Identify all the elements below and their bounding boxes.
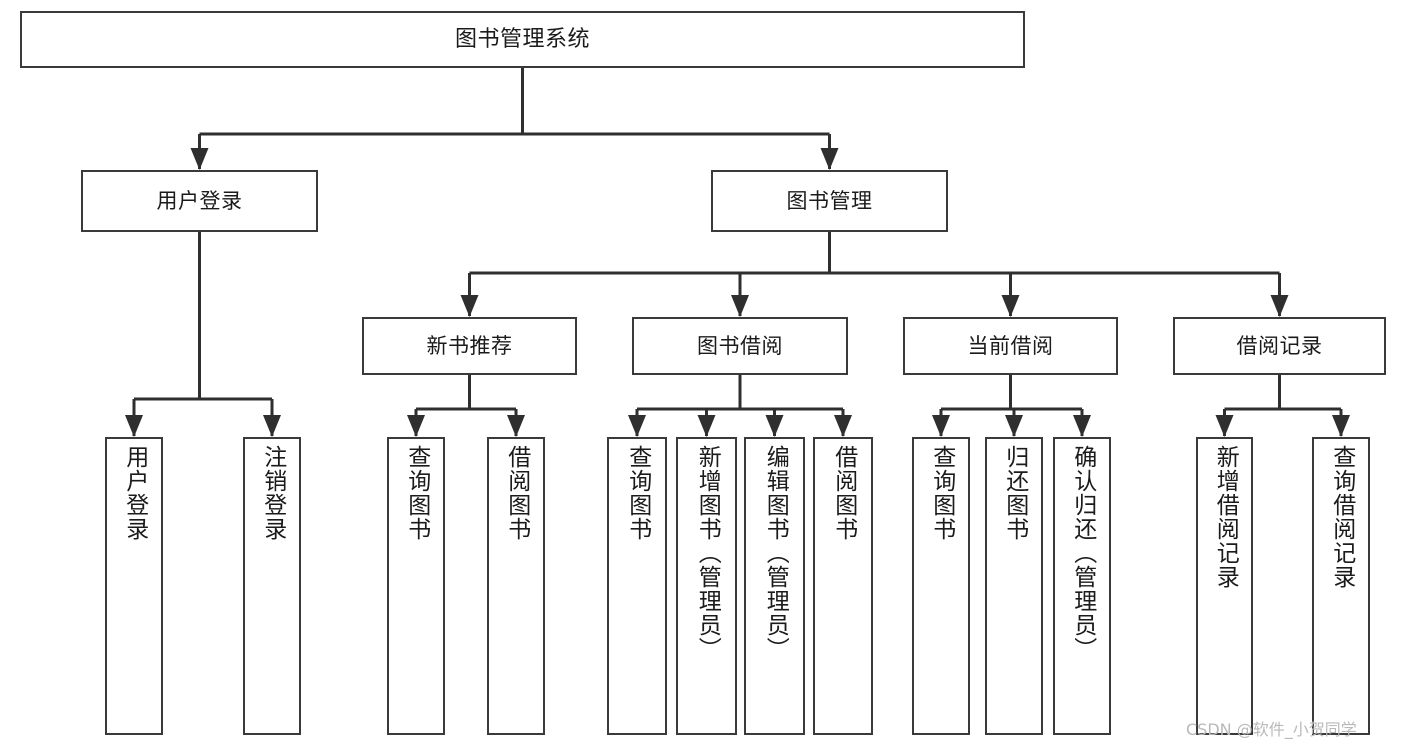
leaf-query-book-1-label: 查询图书 bbox=[403, 445, 430, 541]
leaf-borrow-book-2-label: 借阅图书 bbox=[830, 445, 857, 541]
node-book-management[interactable]: 图书管理 bbox=[711, 170, 948, 232]
node-current-borrow-label: 当前借阅 bbox=[967, 333, 1054, 358]
node-book-borrow-label: 图书借阅 bbox=[697, 333, 783, 358]
leaf-edit-book[interactable]: 编辑图书（管理员） bbox=[744, 437, 805, 735]
leaf-borrow-book-1-label: 借阅图书 bbox=[503, 445, 530, 541]
leaf-borrow-book-1[interactable]: 借阅图书 bbox=[487, 437, 545, 735]
node-root-label: 图书管理系统 bbox=[454, 26, 590, 52]
leaf-add-borrow-record[interactable]: 新增借阅记录 bbox=[1196, 437, 1253, 735]
node-book-management-label: 图书管理 bbox=[786, 188, 873, 213]
leaf-query-book-3[interactable]: 查询图书 bbox=[912, 437, 970, 735]
leaf-edit-book-label: 编辑图书（管理员） bbox=[762, 445, 789, 661]
leaf-add-borrow-record-label: 新增借阅记录 bbox=[1212, 445, 1239, 589]
node-borrow-record-label: 借阅记录 bbox=[1236, 333, 1323, 358]
leaf-query-borrow-record-label: 查询借阅记录 bbox=[1328, 445, 1355, 589]
leaf-user-login[interactable]: 用户登录 bbox=[105, 437, 163, 735]
node-new-book-recommend-label: 新书推荐 bbox=[426, 333, 513, 358]
node-new-book-recommend[interactable]: 新书推荐 bbox=[362, 317, 577, 375]
node-current-borrow[interactable]: 当前借阅 bbox=[903, 317, 1118, 375]
leaf-add-book[interactable]: 新增图书（管理员） bbox=[676, 437, 737, 735]
node-book-borrow[interactable]: 图书借阅 bbox=[632, 317, 848, 375]
csdn-watermark: CSDN @软件_小贺同学 bbox=[1186, 720, 1357, 739]
leaf-query-book-2[interactable]: 查询图书 bbox=[607, 437, 667, 735]
leaf-query-borrow-record[interactable]: 查询借阅记录 bbox=[1312, 437, 1370, 735]
leaf-logout[interactable]: 注销登录 bbox=[243, 437, 301, 735]
node-borrow-record[interactable]: 借阅记录 bbox=[1173, 317, 1386, 375]
leaf-query-book-1[interactable]: 查询图书 bbox=[387, 437, 445, 735]
leaf-borrow-book-2[interactable]: 借阅图书 bbox=[813, 437, 873, 735]
leaf-query-book-3-label: 查询图书 bbox=[928, 445, 955, 541]
leaf-logout-label: 注销登录 bbox=[259, 445, 286, 541]
leaf-add-book-label: 新增图书（管理员） bbox=[694, 445, 721, 661]
leaf-user-login-label: 用户登录 bbox=[121, 445, 148, 541]
leaf-query-book-2-label: 查询图书 bbox=[624, 445, 651, 541]
node-root[interactable]: 图书管理系统 bbox=[20, 11, 1025, 68]
leaf-confirm-return[interactable]: 确认归还（管理员） bbox=[1053, 437, 1111, 735]
node-user-login-label: 用户登录 bbox=[156, 188, 243, 213]
leaf-confirm-return-label: 确认归还（管理员） bbox=[1069, 445, 1096, 661]
leaf-return-book-label: 归还图书 bbox=[1001, 445, 1028, 541]
node-user-login[interactable]: 用户登录 bbox=[81, 170, 318, 232]
leaf-return-book[interactable]: 归还图书 bbox=[985, 437, 1043, 735]
